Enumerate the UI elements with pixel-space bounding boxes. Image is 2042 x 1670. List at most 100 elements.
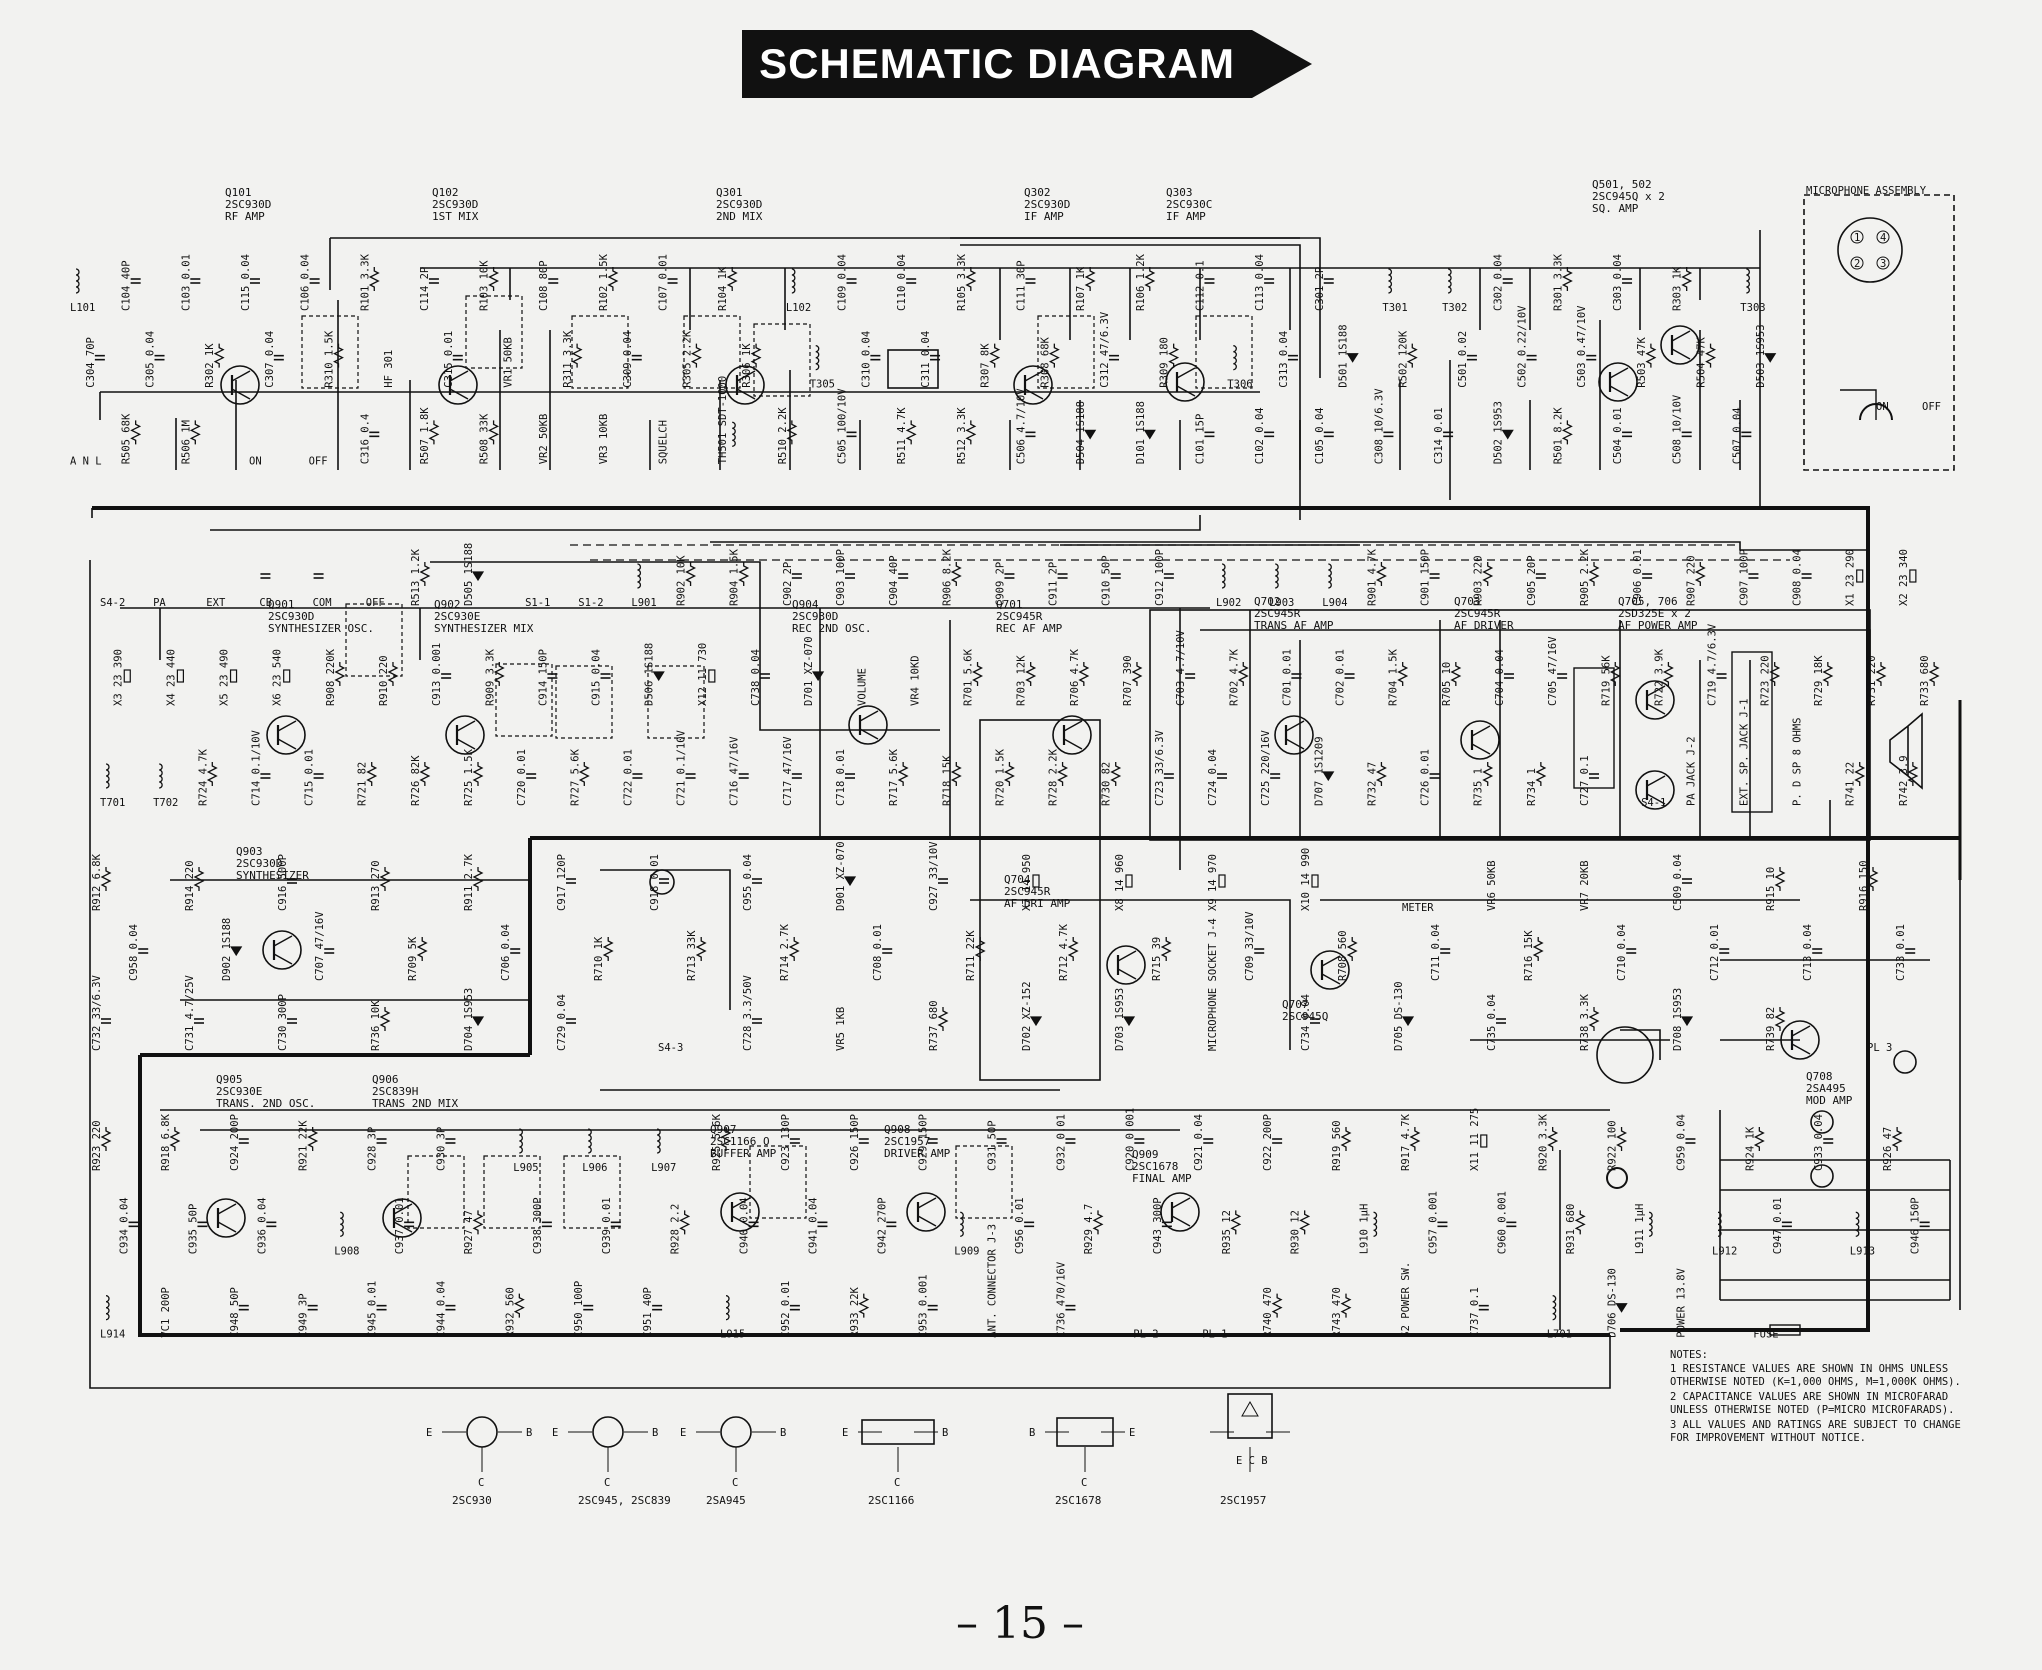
pin-label: C [478,1477,484,1489]
component-label: D703 1S953 [1114,988,1126,1051]
component-label: R724 4.7K [197,748,209,806]
resistor-symbol [1694,562,1706,586]
stage-title-role: AF DRIVER [1454,619,1514,632]
component-label: L101 [70,302,95,314]
component-label: L908 [334,1245,359,1257]
component-label: C708 0.01 [872,924,884,981]
antenna-connector-icon [1606,1167,1628,1189]
resistor-symbol [1057,762,1069,786]
component-label: R303 1K [1672,266,1684,311]
component-label: R911 2.7K [463,853,475,911]
component-label: R726 82K [410,755,422,806]
component-label: R901 4.7K [1366,548,1378,606]
component-label: R730 82 [1101,762,1113,806]
component-label: R310 1.5K [324,330,336,388]
component-label: C730 300P [277,994,289,1051]
component-label: C309 0.04 [622,331,634,388]
component-label: C714 0.1/10V [250,729,262,806]
component-label: R930 12 [1290,1210,1302,1254]
component-label: R728 2.2K [1048,748,1060,806]
filter-hf301-symbol [887,349,939,389]
component-label: R722 3.9K [1653,648,1665,706]
shield-can-symbol [571,315,629,389]
component-label: SQUELCH [658,420,670,464]
component-label: R106 1.2K [1135,253,1147,311]
package-name: 2SC945, 2SC839 [578,1494,671,1507]
component-label: R735 1 [1473,768,1485,806]
component-label: PA JACK J-2 [1685,736,1697,806]
component-label: L914 [100,1329,125,1341]
component-label: C303 0.04 [1612,254,1624,311]
resistor-symbol [1854,762,1866,786]
resistor-symbol [193,867,205,891]
component-label: C905 20P [1526,555,1538,606]
component-label: C502 0.22/10V [1517,305,1529,388]
stage-title-part: 2SC930C [1166,198,1212,211]
component-label: C949 3P [298,1293,310,1337]
stage-title-ref: Q301 [716,186,743,199]
crystal-symbol [1909,569,1917,583]
inductor-symbol [1648,1211,1653,1237]
stage-title-ref: Q703 [1454,595,1481,608]
transistor-symbol [1780,1020,1820,1060]
inductor-symbol [1275,563,1279,589]
resistor-symbol [972,662,983,686]
component-label: R507 1.8K [419,407,431,465]
stage-title-part: 2SD325E x 2 [1618,607,1691,620]
mic-assembly-title: MICROPHONE ASSEMBLY [1806,185,1927,197]
component-label: R105 3.3K [956,253,968,311]
component-label: R733 680 [1919,655,1931,706]
resistor-symbol [472,867,484,891]
component-label: C926 150P [849,1114,861,1171]
crystal-symbol [1125,874,1133,888]
resistor-symbol [571,343,583,368]
note-line: UNLESS OTHERWISE NOTED (P=MICRO MICROFAR… [1670,1404,1954,1416]
component-label: R738 3.3K [1579,993,1591,1051]
component-label: C301 2P [1314,267,1326,311]
transistor-symbol [1106,945,1146,985]
component-label: C506 4.7/10V [1016,388,1028,465]
component-label: C910 50P [1101,555,1113,606]
component-label: L901 [631,597,656,609]
component-label: C911 2P [1048,562,1060,606]
shield-can-symbol [1037,315,1095,389]
resistor-symbol [1769,662,1781,686]
component-label: R743 470 [1331,1287,1343,1338]
shield-can-symbol [749,1145,807,1219]
resistor-symbol [1230,1210,1242,1235]
component-label: COM [313,597,332,609]
component-label: D902 1S188 [221,918,233,981]
diode-symbol [1029,1016,1043,1027]
component-label: R923 220 [91,1120,103,1171]
shield-can-symbol [955,1145,1013,1219]
transistor-symbol [1598,362,1638,402]
component-label: C948 50P [229,1287,241,1338]
resistor-symbol [100,867,112,891]
component-label: R505 68K [121,413,133,464]
component-label: C927 33/10V [928,841,940,911]
component-label: C313 0.04 [1278,331,1290,388]
component-label: C722 0.01 [622,749,634,806]
component-label: R309 180 [1159,337,1171,388]
component-label: C923 130P [780,1114,792,1171]
stage-title-role: DRIVER AMP [884,1147,951,1160]
component-label: C732 33/6.3V [91,974,103,1051]
component-label: R717 5.6K [888,748,900,806]
resistor-symbol [1144,267,1156,291]
resistor-symbol [1774,1007,1786,1031]
meter-icon [649,869,675,895]
diode-symbol [843,876,857,887]
component-label: X3 23 390 [112,649,124,706]
component-label: C936 0.04 [256,1197,268,1254]
stage-title-ref: Q705, 706 [1618,595,1678,608]
pin-label: B [526,1427,532,1439]
resistor-symbol [206,762,218,786]
component-label: C735 0.04 [1486,994,1498,1051]
resistor-symbol [472,1210,484,1235]
inductor-symbol [1388,268,1392,294]
resistor-symbol [1084,267,1096,291]
component-label: C723 33/6.3V [1154,729,1166,806]
crystal-symbol [283,669,291,683]
stage-title-ref: Q707 [1282,998,1309,1011]
